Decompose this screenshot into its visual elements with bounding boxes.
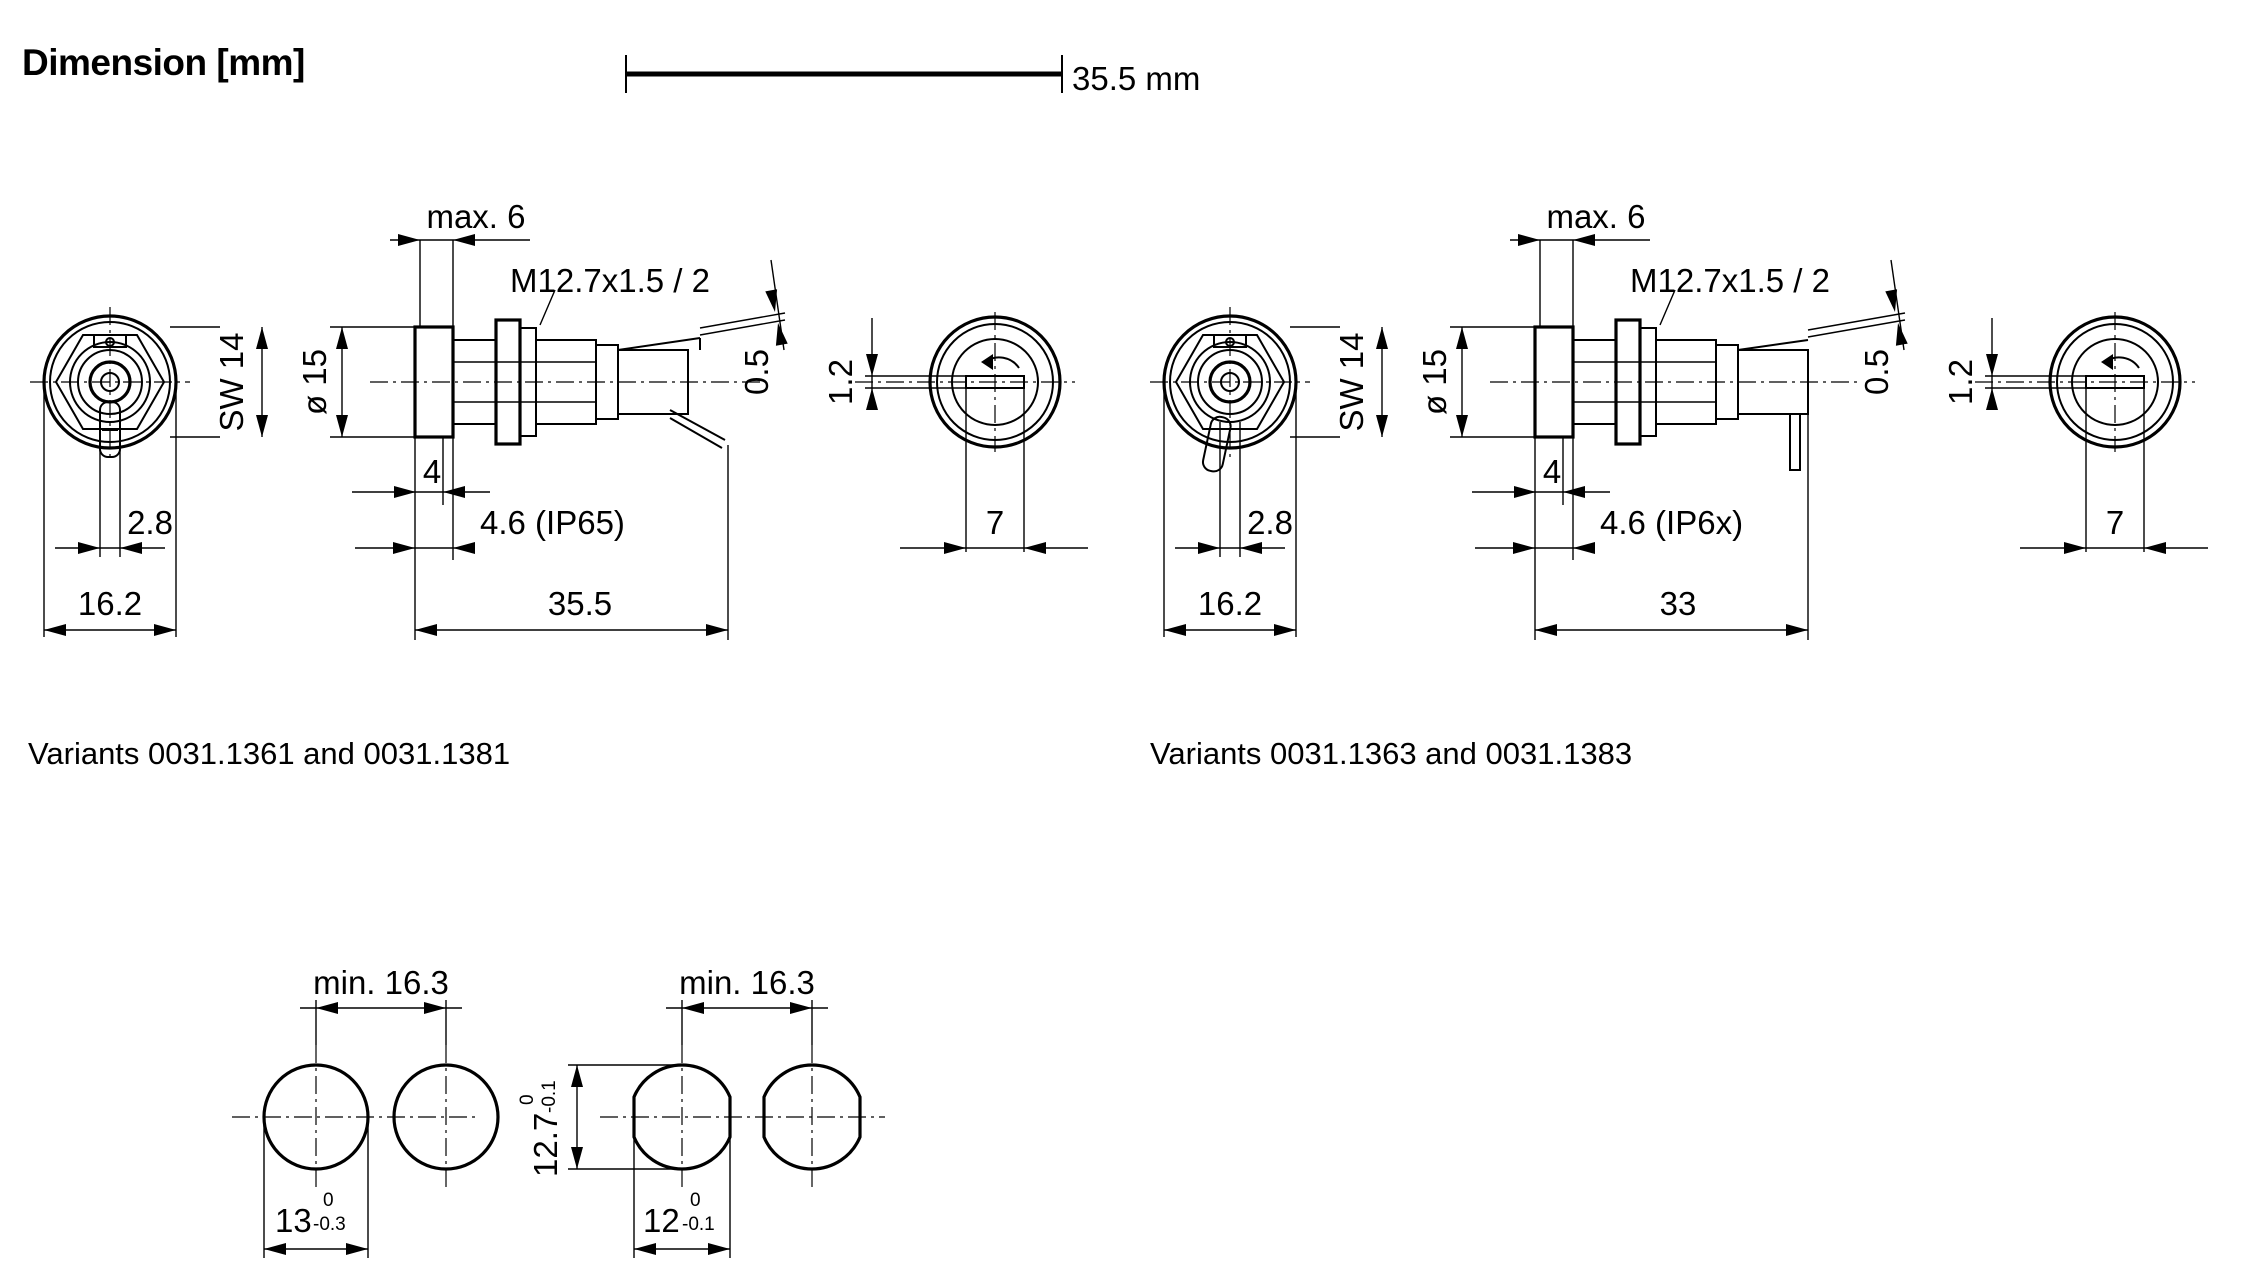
rear-view xyxy=(1975,312,2195,552)
pin-label: 0.5 xyxy=(738,349,775,395)
front-width-label: 16.2 xyxy=(78,585,142,622)
max-thickness-label: max. 6 xyxy=(426,198,525,235)
collar-label: 4 xyxy=(1543,453,1561,490)
flatted-height-label: 12.7 xyxy=(527,1113,564,1177)
diameter-label: ø 15 xyxy=(296,349,333,415)
scale-bar: 35.5 mm xyxy=(625,55,1200,97)
round-tol-lower: -0.3 xyxy=(313,1214,346,1235)
slot-height-label: 1.2 xyxy=(1942,359,1979,405)
side-view xyxy=(330,240,760,640)
slot-width-label: 7 xyxy=(2106,504,2124,541)
flatted-spacing-label: min. 16.3 xyxy=(679,964,815,1001)
round-cutout-drawing xyxy=(232,1000,500,1258)
page-title: Dimension [mm] xyxy=(22,42,305,83)
flatted-width-tol-upper: 0 xyxy=(690,1190,701,1211)
variant-b-labels: 2.8 16.2 SW 14 ø 15 max. 6 M12.7x1.5 / 2… xyxy=(1150,198,2124,771)
wrench-size-label: SW 14 xyxy=(213,332,250,431)
front-pin-offset-label: 2.8 xyxy=(127,504,173,541)
wrench-size-label: SW 14 xyxy=(1333,332,1370,431)
round-diameter-label: 13 xyxy=(275,1202,312,1239)
front-pin-offset-label: 2.8 xyxy=(1247,504,1293,541)
seal-label: 4.6 (IP6x) xyxy=(1600,504,1743,541)
round-spacing-label: min. 16.3 xyxy=(313,964,449,1001)
flatted-width-label: 12 xyxy=(643,1202,680,1239)
front-view xyxy=(30,307,220,637)
variant-a-labels: 2.8 16.2 SW 14 ø 15 max. 6 M12.7x1.5 / 2… xyxy=(28,198,1004,771)
scale-bar-label: 35.5 mm xyxy=(1072,60,1200,97)
variant-b-drawing xyxy=(1150,234,2208,640)
slot-height-label: 1.2 xyxy=(822,359,859,405)
collar-label: 4 xyxy=(423,453,441,490)
length-label: 33 xyxy=(1660,585,1697,622)
slot-width-label: 7 xyxy=(986,504,1004,541)
max-thickness-label: max. 6 xyxy=(1546,198,1645,235)
rear-view xyxy=(855,312,1075,552)
flatted-cutout-labels: min. 16.3 12 0 -0.1 12.7 0 -0.1 xyxy=(517,964,815,1239)
round-cutout-labels: min. 16.3 13 0 -0.3 xyxy=(275,964,449,1239)
front-view xyxy=(1150,307,1340,637)
flatted-width-tol-lower: -0.1 xyxy=(682,1214,715,1235)
flatted-cutout-drawing xyxy=(568,1000,885,1258)
flatted-height-tol-upper: 0 xyxy=(517,1094,538,1105)
seal-label: 4.6 (IP65) xyxy=(480,504,625,541)
variant-b-caption: Variants 0031.1363 and 0031.1383 xyxy=(1150,736,1632,771)
front-width-label: 16.2 xyxy=(1198,585,1262,622)
round-tol-upper: 0 xyxy=(323,1190,334,1211)
side-view xyxy=(1450,240,1860,640)
flatted-height-tol-lower: -0.1 xyxy=(539,1080,560,1113)
length-label: 35.5 xyxy=(548,585,612,622)
variant-a-caption: Variants 0031.1361 and 0031.1381 xyxy=(28,736,510,771)
thread-label: M12.7x1.5 / 2 xyxy=(510,262,710,299)
thread-label: M12.7x1.5 / 2 xyxy=(1630,262,1830,299)
pin-label: 0.5 xyxy=(1858,349,1895,395)
variant-a-drawing xyxy=(30,234,1088,640)
diameter-label: ø 15 xyxy=(1416,349,1453,415)
